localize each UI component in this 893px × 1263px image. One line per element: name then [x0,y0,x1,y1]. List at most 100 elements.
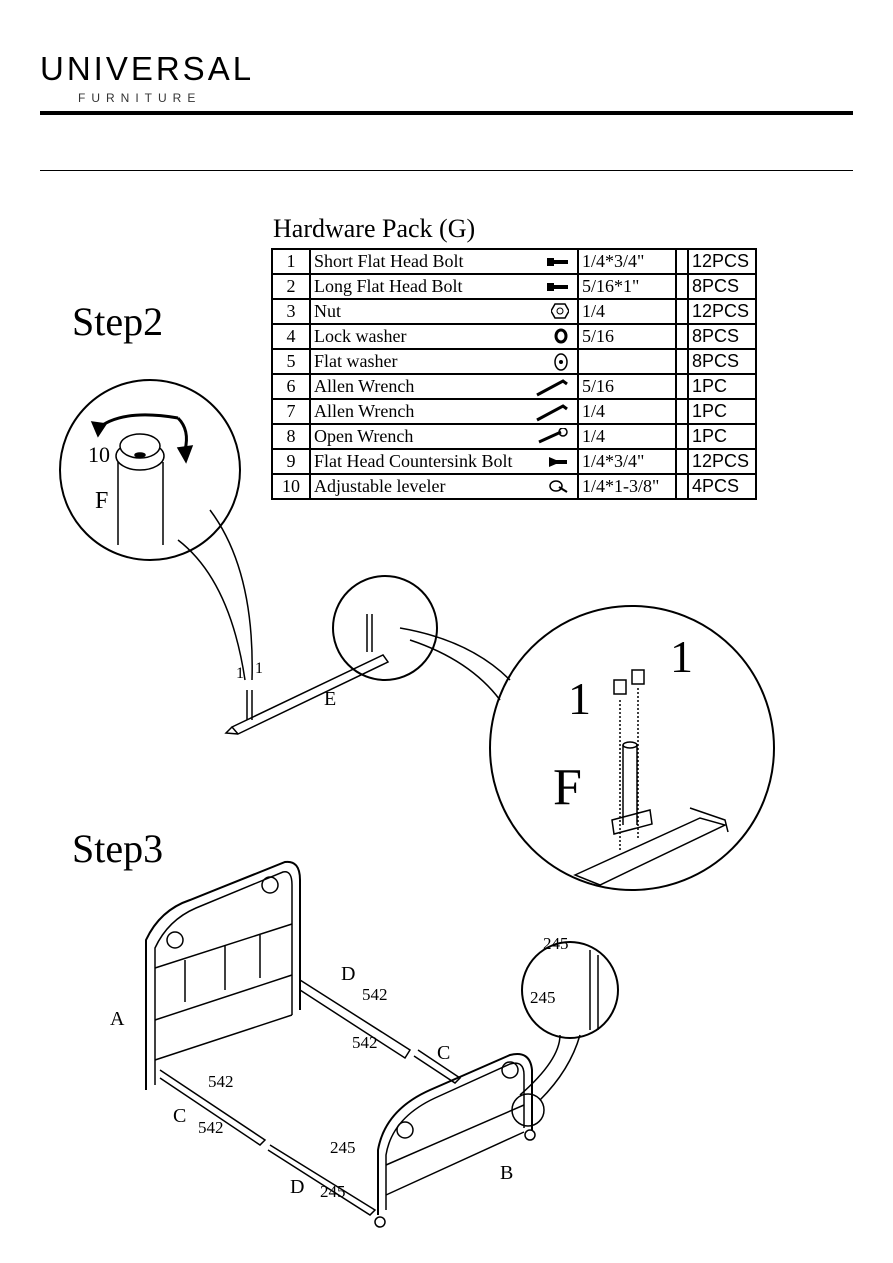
hardware-number: 9 [271,448,311,475]
hardware-quantity: 12PCS [687,298,757,325]
label-hw-d-front-upper: 245 [330,1138,356,1157]
allen-wrench-icon [535,378,569,403]
hardware-number: 7 [271,398,311,425]
rail-e [224,575,511,735]
hardware-name: Lock washer [309,323,579,350]
hardware-quantity: 8PCS [687,348,757,375]
hardware-name-text: Flat washer [314,351,398,371]
label-bolt-1a: 1 [236,665,244,682]
hardware-name: Adjustable leveler [309,473,579,500]
hardware-size: 1/4 [577,423,677,450]
bed-frame [145,860,619,1228]
label-hw-c-left-upper: 542 [208,1072,234,1091]
label-leg-f: F [95,488,109,514]
brand-subtitle: FURNITURE [78,91,202,105]
hardware-name-text: Adjustable leveler [314,476,446,496]
column-gap [675,248,689,275]
hardware-size: 1/4 [577,298,677,325]
hardware-size: 1/4*1-3/8" [577,473,677,500]
hardware-size: 5/16 [577,323,677,350]
label-footboard-b: B [500,1162,514,1184]
hardware-size: 5/16*1" [577,273,677,300]
bolt-icon [547,253,569,274]
rotate-arrow-left-icon [94,413,179,432]
label-rail-d-back: D [341,963,356,985]
bolt-icon [547,278,569,299]
label-leveler-10: 10 [88,442,110,467]
hardware-quantity: 4PCS [687,473,757,500]
open-wrench-icon [537,427,569,449]
lock-washer-icon [553,328,569,349]
hardware-name-text: Lock washer [314,326,407,346]
section-divider [40,170,853,171]
header-divider [40,111,853,115]
hardware-name-text: Allen Wrench [314,401,415,421]
hardware-size: 1/4 [577,398,677,425]
hardware-size: 1/4*3/4" [577,448,677,475]
hardware-quantity: 1PC [687,423,757,450]
hardware-name: Allen Wrench [309,373,579,400]
hardware-title: Hardware Pack (G) [273,214,476,243]
column-gap [675,298,689,325]
label-hw-zoom-upper: 245 [543,934,569,953]
hardware-name-text: Nut [314,301,341,321]
label-hw-d-front-lower: 245 [320,1182,346,1201]
hardware-quantity: 8PCS [687,323,757,350]
hardware-name: Flat washer [309,348,579,376]
leveler-detail [59,379,253,681]
column-gap [675,473,689,500]
label-hw-d-back-upper: 542 [362,985,388,1004]
hardware-number: 10 [271,473,311,500]
hardware-name: Flat Head Countersink Bolt [309,448,579,475]
step3-title: Step3 [72,826,164,871]
hardware-quantity: 12PCS [687,448,757,475]
label-zoom-bolt-1b: 1 [670,631,693,682]
label-rail-c-right: C [437,1042,451,1064]
hardware-number: 8 [271,423,311,450]
label-hw-d-back-lower: 542 [352,1033,378,1052]
label-rail-e: E [324,688,337,710]
label-hw-zoom-lower: 245 [530,988,556,1007]
flat-washer-icon [553,353,569,376]
hardware-quantity: 8PCS [687,273,757,300]
countersink-bolt-icon [549,453,569,474]
hardware-name: Long Flat Head Bolt [309,273,579,300]
hardware-name-text: Flat Head Countersink Bolt [314,451,513,471]
hardware-name-text: Short Flat Head Bolt [314,251,464,271]
hardware-name: Nut [309,298,579,325]
bolt-detail [489,605,775,891]
brand-logo: UNIVERSAL FURNITURE [40,52,254,105]
label-rail-c-left: C [173,1105,187,1127]
allen-wrench-icon [535,403,569,428]
label-zoom-leg-f: F [553,759,582,816]
hardware-name: Allen Wrench [309,398,579,425]
nut-icon [550,303,570,324]
brand-name: UNIVERSAL [40,50,255,87]
label-zoom-bolt-1a: 1 [568,673,591,724]
hardware-name: Short Flat Head Bolt [309,248,579,275]
hardware-number: 2 [271,273,311,300]
label-hw-c-left-lower: 542 [198,1118,224,1137]
hardware-name-text: Long Flat Head Bolt [314,276,463,296]
leveler-icon [549,478,569,499]
label-headboard-a: A [110,1008,125,1030]
hardware-quantity: 1PC [687,373,757,400]
column-gap [675,398,689,425]
hardware-size: 5/16 [577,373,677,400]
column-gap [675,323,689,350]
hardware-name-text: Open Wrench [314,426,414,446]
hardware-number: 4 [271,323,311,350]
hardware-number: 5 [271,348,311,375]
